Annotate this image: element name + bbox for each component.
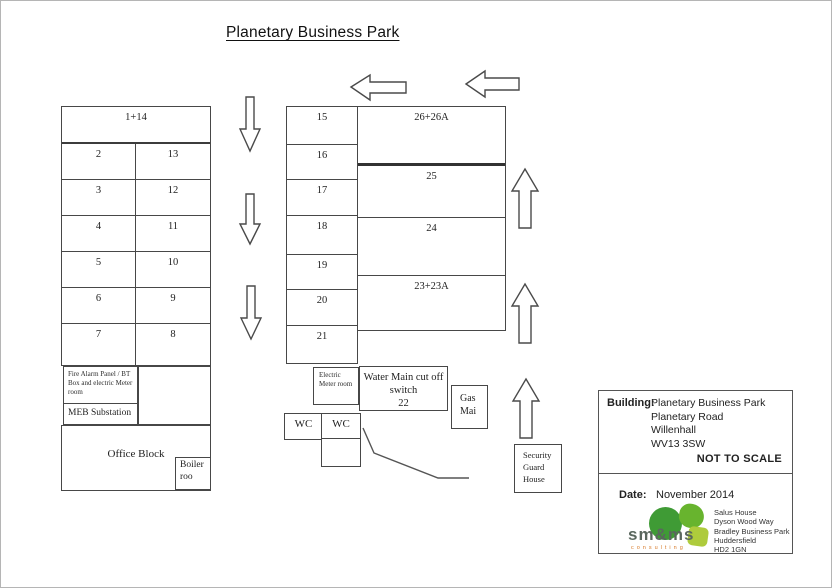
unit-cell-5: 5 xyxy=(62,252,136,287)
address-line: Salus House xyxy=(714,508,757,517)
unit-cell-3: 3 xyxy=(62,180,136,215)
unit-cell-21: 21 xyxy=(316,331,328,342)
unit-cell-18: 18 xyxy=(287,216,357,255)
scale-note: NOT TO SCALE xyxy=(696,453,782,465)
gas-main-box: Gas Mai xyxy=(451,385,488,429)
unit-cell-11: 11 xyxy=(167,221,179,232)
building-label: Building: xyxy=(607,397,655,409)
date-value: November 2014 xyxy=(656,489,735,501)
unit-cell-9: 9 xyxy=(170,293,176,304)
arrow-down-icon xyxy=(238,96,262,153)
arrow-down-icon xyxy=(238,193,262,246)
wc-left: WC xyxy=(284,413,323,440)
unit-row: 4 11 xyxy=(62,216,210,252)
arrow-down-icon xyxy=(239,285,263,341)
water-main-box: Water Main cut off switch 22 xyxy=(359,366,448,411)
page-title: Planetary Business Park xyxy=(226,24,400,41)
unit-cell-16: 16 xyxy=(287,145,357,180)
date-label: Date: xyxy=(619,489,647,501)
unit-cell-6: 6 xyxy=(62,288,136,323)
address-line: Willenhall xyxy=(651,424,696,436)
electric-meter-room: Electric Meter room xyxy=(313,367,359,405)
building-address: Planetary Business Park Planetary Road W… xyxy=(651,397,765,451)
arrow-left-icon xyxy=(349,73,407,102)
address-line: Dyson Wood Way xyxy=(714,517,774,527)
wc-annex xyxy=(321,438,361,467)
arrow-up-icon xyxy=(510,167,540,229)
unit-cell-19: 19 xyxy=(287,255,357,290)
address-line: HD2 1GN xyxy=(714,545,747,555)
boiler-room: Boiler roo xyxy=(175,457,211,490)
unit-cell-20: 20 xyxy=(287,290,357,326)
pointer-line xyxy=(362,427,469,479)
arrow-up-icon xyxy=(510,282,540,344)
unit-cell-12: 12 xyxy=(167,185,179,196)
unit-cell-25: 25 xyxy=(358,166,505,218)
units-block-15-21: 15 16 17 18 19 20 21 xyxy=(286,106,358,364)
address-line: WV13 3SW xyxy=(651,437,706,450)
unit-row: 7 8 xyxy=(62,324,210,365)
unit-cell-24: 24 xyxy=(358,218,505,276)
info-panel: Building: Planetary Business Park Planet… xyxy=(598,390,793,554)
company-address: Salus House Dyson Wood Way Bradley Busin… xyxy=(714,508,789,554)
unit-row: 2 13 xyxy=(62,144,210,180)
logo-tagline: consulting xyxy=(631,545,686,551)
unit-cell-10: 10 xyxy=(167,257,179,268)
water-main-label: Water Main cut off switch xyxy=(363,372,444,397)
unit-cell-7: 7 xyxy=(62,324,136,365)
logo-circle-icon xyxy=(649,507,682,540)
unit-row: 3 12 xyxy=(62,180,210,216)
arrow-left-icon xyxy=(464,69,520,99)
security-guard-house: Security Guard House xyxy=(514,444,562,493)
empty-room xyxy=(138,366,211,425)
unit-cell-8: 8 xyxy=(170,329,176,340)
unit-cell-4: 4 xyxy=(62,216,136,251)
units-block-23-26: 26+26A 25 24 23+23A xyxy=(357,106,506,331)
address-line: Huddersfield xyxy=(714,535,757,545)
wc-right: WC xyxy=(321,413,361,440)
unit-row: 6 9 xyxy=(62,288,210,324)
meb-substation: MEB Substation xyxy=(63,402,138,425)
unit-cell-26-26a: 26+26A xyxy=(358,107,505,166)
unit-cell-13: 13 xyxy=(167,149,179,160)
unit-cell-2: 2 xyxy=(62,144,136,179)
fire-alarm-room: Fire Alarm Panel / BT Box and electric M… xyxy=(63,366,138,404)
logo-wordmark: sm&ms xyxy=(628,525,695,544)
panel-divider xyxy=(599,473,792,474)
arrow-up-icon xyxy=(511,377,541,439)
unit-cell-1-14: 1+14 xyxy=(62,107,210,144)
unit-cell-15: 15 xyxy=(287,107,357,145)
address-line: Planetary Business Park xyxy=(651,397,766,409)
unit-cell-22: 22 xyxy=(398,398,409,410)
unit-row: 5 10 xyxy=(62,252,210,288)
unit-cell-17: 17 xyxy=(287,180,357,216)
address-line: Planetary Road xyxy=(651,410,724,423)
units-block-1-14: 1+14 2 13 3 12 4 11 5 10 6 9 7 8 xyxy=(61,106,211,366)
address-line: Bradley Business Park xyxy=(714,526,790,536)
unit-cell-23-23a: 23+23A xyxy=(414,281,449,292)
smms-logo: sm&ms consulting xyxy=(626,501,714,553)
